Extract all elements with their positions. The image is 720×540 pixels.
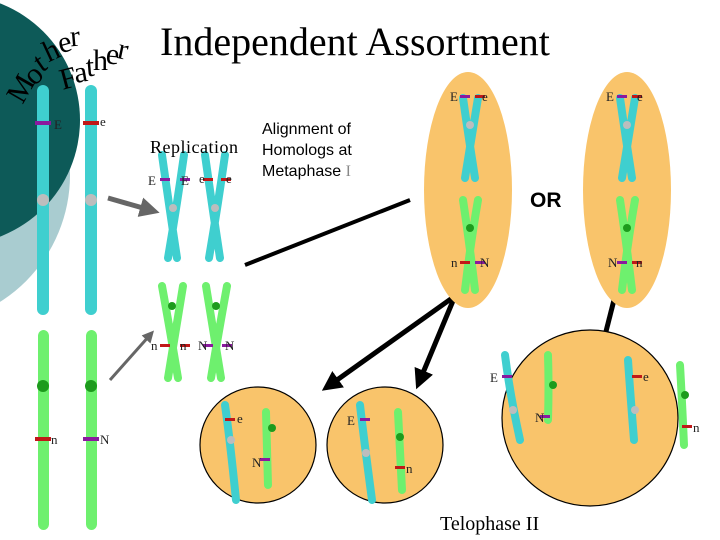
telophase-cell-2 xyxy=(326,386,444,504)
allele-label: n xyxy=(180,338,187,353)
telophase-1-chromosomes xyxy=(221,401,276,504)
alignment-label: Alignment of Homologs at Metaphase I xyxy=(262,120,352,182)
allele-label: E xyxy=(148,173,156,188)
allele-label: n xyxy=(51,432,58,447)
alignment-line-2: Homologs at xyxy=(262,141,352,159)
allele-label: n xyxy=(406,461,413,476)
allele-label: n xyxy=(693,420,700,435)
telophase-label: Telophase II xyxy=(440,513,540,535)
allele-label: e xyxy=(637,89,643,104)
replicated-chromosomes xyxy=(158,151,232,382)
allele-label: N xyxy=(225,338,235,353)
allele-label: E xyxy=(54,117,62,132)
allele-label: e xyxy=(199,171,205,186)
allele-label: n xyxy=(636,255,643,270)
alignment-line-1: Alignment of xyxy=(262,121,351,138)
telophase-cell-1 xyxy=(199,386,317,504)
alignment-line-3: Metaphase xyxy=(262,162,346,180)
allele-label: n xyxy=(451,255,458,270)
slide-title: Independent Assortment xyxy=(160,19,550,64)
allele-label: n xyxy=(151,338,158,353)
allele-label: e xyxy=(226,171,232,186)
parent-chromosomes xyxy=(35,85,99,530)
replication-label: Replication xyxy=(150,137,239,157)
allele-label: N xyxy=(198,338,208,353)
alignment-roman: I xyxy=(345,162,351,180)
allele-label: E xyxy=(490,370,498,385)
father-chromosome-2 xyxy=(86,330,97,530)
allele-label: N xyxy=(535,410,545,425)
arrow-cellA-down xyxy=(414,295,458,390)
metaphase-cell-a xyxy=(424,72,512,308)
allele-label: E xyxy=(347,413,355,428)
allele-label: e xyxy=(643,369,649,384)
cell-b-chromosomes xyxy=(616,94,642,294)
arrow-to-metaphase xyxy=(244,198,411,267)
allele-label: e xyxy=(237,411,243,426)
telophase-3-chromosomes xyxy=(501,351,692,449)
arrow-to-replication-green xyxy=(108,330,154,381)
allele-label: E xyxy=(181,173,189,188)
allele-label: E xyxy=(606,89,614,104)
allele-label: N xyxy=(100,432,110,447)
mother-chromosome-2 xyxy=(38,330,49,530)
telophase-cell-3 xyxy=(501,329,679,507)
allele-label: e xyxy=(100,114,106,129)
allele-label: N xyxy=(608,255,618,270)
metaphase-cell-b xyxy=(583,72,671,308)
arrow-cellA-left xyxy=(321,293,457,391)
telophase-2-chromosomes xyxy=(356,401,406,504)
father-letter: h xyxy=(93,44,108,77)
cell-a-chromosomes xyxy=(459,94,485,294)
arrow-to-replication xyxy=(107,195,160,217)
allele-label: e xyxy=(482,89,488,104)
allele-label: N xyxy=(480,255,490,270)
allele-label: N xyxy=(252,455,262,470)
or-label: OR xyxy=(530,189,562,212)
allele-label: E xyxy=(450,89,458,104)
